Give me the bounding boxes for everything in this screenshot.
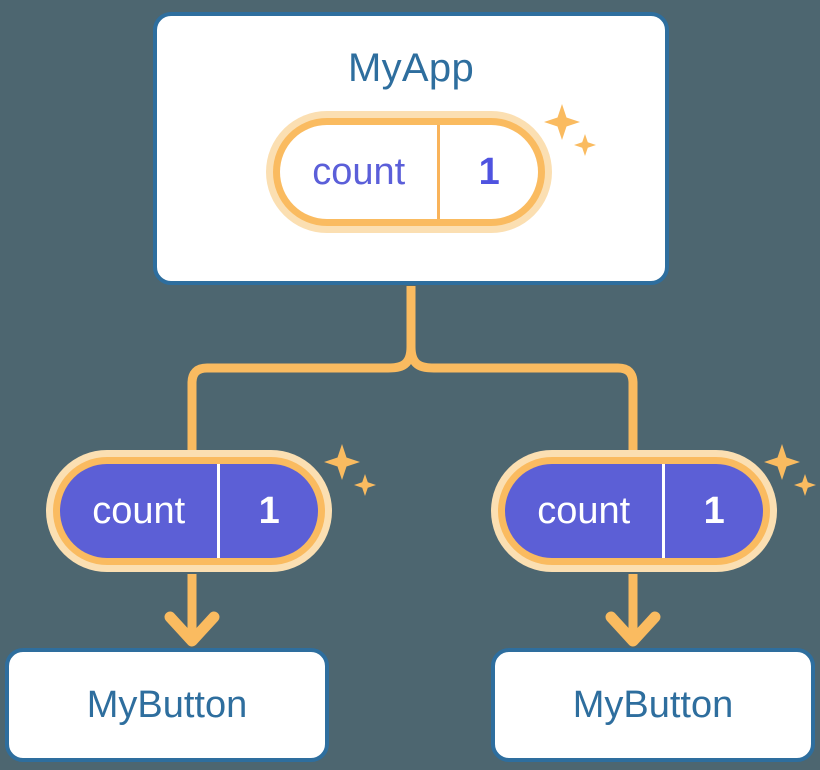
- pill-key-label: count: [92, 489, 186, 532]
- pill-body: count 1: [280, 125, 538, 219]
- button-card-label: MyButton: [572, 684, 734, 726]
- pill-value-label: 1: [217, 464, 318, 558]
- pill-ring: count 1: [53, 457, 325, 565]
- button-card-label: MyButton: [86, 684, 248, 726]
- pill-value-label: 1: [437, 125, 538, 219]
- button-card-0[interactable]: MyButton: [5, 648, 329, 762]
- branch-left: [187, 342, 416, 457]
- state-pill-child-0[interactable]: count 1: [46, 450, 332, 572]
- branch-right: [406, 342, 638, 457]
- pill-ring: count 1: [273, 118, 545, 226]
- state-pill-child-1[interactable]: count 1: [491, 450, 777, 572]
- pill-key-label: count: [312, 150, 406, 193]
- app-card-title: MyApp: [348, 46, 474, 90]
- pill-body: count 1: [505, 464, 763, 558]
- arrow-down-icon-left: [164, 574, 220, 647]
- button-card-1[interactable]: MyButton: [491, 648, 815, 762]
- pill-body: count 1: [60, 464, 318, 558]
- state-pill-app[interactable]: count 1: [266, 111, 552, 233]
- pill-value-label: 1: [662, 464, 763, 558]
- pill-key-label: count: [537, 489, 631, 532]
- pill-ring: count 1: [498, 457, 770, 565]
- arrow-down-icon-right: [605, 574, 661, 647]
